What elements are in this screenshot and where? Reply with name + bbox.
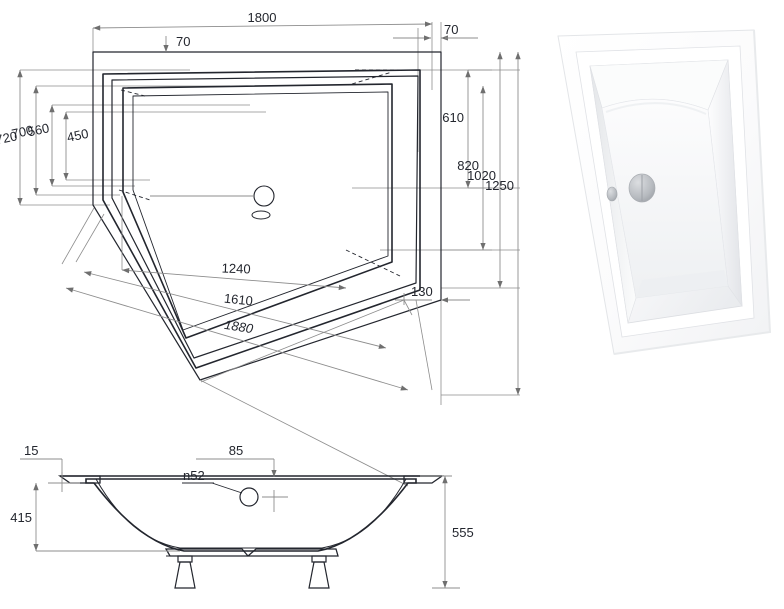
- section-view-group: 15 85 n52 415 555: [10, 443, 474, 589]
- section-inner-profile: [95, 478, 407, 549]
- dim-label-610: 610: [442, 110, 464, 125]
- plan-top-dimensions: 1800 70 70: [92, 10, 478, 52]
- dim-line-1880: [65, 287, 409, 391]
- section-base-plate: [164, 548, 339, 557]
- plan-diagonal-dimensions: 1240 1610 1880: [61, 196, 433, 487]
- photo-overflow-fitting: [606, 186, 618, 202]
- dim-label-555: 555: [452, 525, 474, 540]
- dim-label-85: 85: [229, 443, 243, 458]
- dim-line-1610: [83, 271, 387, 349]
- dim-label-560: 560: [26, 120, 50, 139]
- foot-right: [308, 561, 330, 589]
- dim-label-1240: 1240: [221, 261, 250, 277]
- dim-label-700: 700: [10, 122, 34, 141]
- overflow-hole-circle: [239, 487, 259, 507]
- plan-hidden-edges: [118, 69, 418, 277]
- dim-label-415: 415: [10, 510, 32, 525]
- dim-label-70-top: 70: [176, 34, 190, 49]
- diagonal-extension-lines: [61, 196, 433, 487]
- foot-right-collar: [311, 555, 327, 563]
- photo-edge-shadow: [613, 29, 772, 355]
- plan-drain-group: [150, 185, 275, 220]
- dim-label-70-right: 70: [444, 22, 458, 37]
- dim-line-1800: [92, 21, 433, 31]
- dim-label-1610: 1610: [223, 291, 253, 309]
- section-feet: [174, 555, 330, 589]
- dim-label-450: 450: [66, 126, 90, 145]
- photo-basin-floor: [601, 98, 729, 299]
- section-body: [57, 475, 445, 589]
- dim-label-15: 15: [24, 443, 38, 458]
- photo-foot-shade: [636, 270, 728, 298]
- plan-right-dimensions: 610 820 1020 1250 130: [395, 52, 521, 395]
- dim-label-1250: 1250: [485, 178, 514, 193]
- dim-label-1880: 1880: [223, 317, 255, 336]
- plan-view-group: 1800 70 70 720 700 560 450: [0, 10, 521, 487]
- overflow-leader-line: [211, 482, 243, 494]
- plan-outer-rim: [92, 51, 442, 381]
- photo-highlight-curve: [605, 102, 707, 115]
- plan-left-dimensions: 720 700 560 450: [0, 70, 90, 205]
- overflow-ellipse: [251, 210, 271, 220]
- foot-left-collar: [177, 555, 193, 563]
- foot-left: [174, 561, 196, 589]
- dim-label-1800: 1800: [248, 10, 277, 25]
- rim-outline: [92, 51, 442, 381]
- section-outer-profile: [85, 478, 417, 552]
- bathtub-product-photo: White acrylic asymmetric bathtub, top th…: [557, 29, 772, 355]
- dim-label-130: 130: [411, 284, 433, 299]
- dim-label-720: 720: [0, 128, 19, 147]
- dim-label-1020: 1020: [467, 168, 496, 183]
- dim-label-n52: n52: [183, 468, 205, 483]
- drain-circle: [253, 185, 275, 207]
- dim-label-820: 820: [457, 158, 479, 173]
- section-dimensions: 15 85 n52 415 555: [10, 443, 474, 589]
